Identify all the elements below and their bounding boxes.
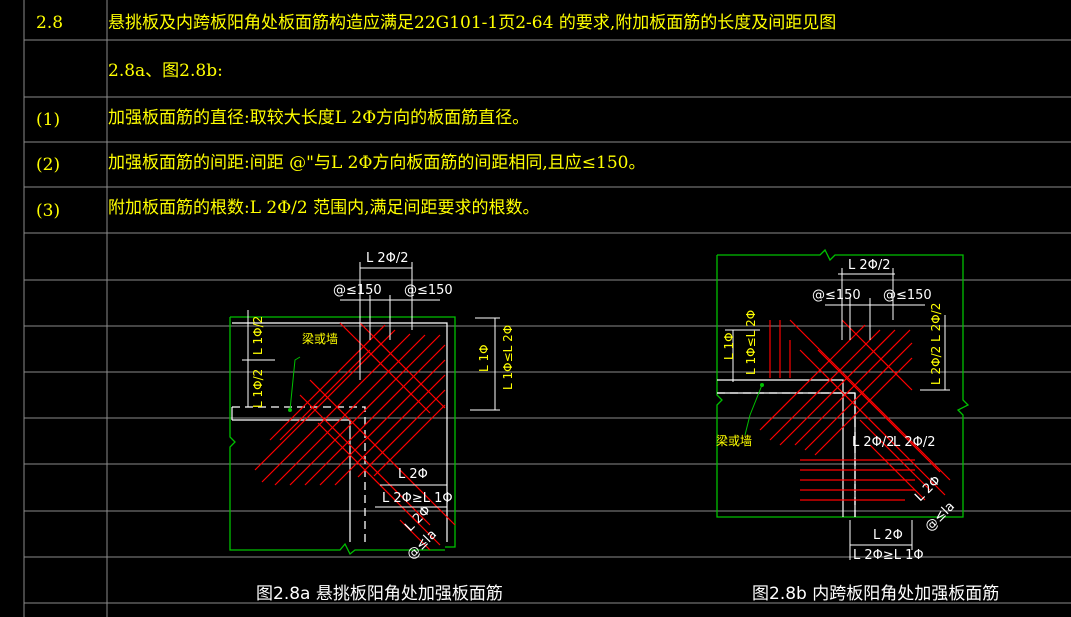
figure-b-beam-dashes [717, 392, 856, 517]
figure-a-drawing: L 2Φ/2 @≤150 @≤150 L 1Φ/2 L 1Φ/2 梁或墙 L 1… [229, 251, 515, 604]
figure-a-beam-label: 梁或墙 [302, 331, 338, 346]
figure-b-caption: 图2.8b 内跨板阳角处加强板面筋 [752, 584, 999, 604]
figure-b-left-l1-label: L 1Φ [722, 332, 736, 360]
figure-a-top-half-label: L 2Φ/2 [366, 251, 409, 266]
figure-a-slab-outline [229, 316, 456, 556]
figure-a-spacing-left-label: @≤150 [333, 283, 382, 298]
figure-a-spacing-right-label: @≤150 [404, 283, 453, 298]
figure-a-beam-point [288, 408, 292, 412]
figure-a-left-half-bottom-label: L 1Φ/2 [251, 369, 265, 408]
figure-b-edges [717, 379, 856, 517]
figure-b-slab-outline [716, 248, 970, 518]
figure-b-beam-point [760, 383, 764, 387]
figure-b-drawing: L 2Φ/2 @≤150 @≤150 L 1Φ L 1Φ≤L 2Φ L 2Φ/2… [716, 248, 999, 604]
figure-a-left-half-top-label: L 1Φ/2 [251, 316, 265, 355]
figure-a-right-l1-label: L 1Φ [477, 344, 491, 372]
row-4-number: (2) [36, 155, 60, 175]
figure-b-rebars [759, 319, 951, 501]
row-2-text: 2.8a、图2.8b: [108, 61, 223, 81]
row-5-number: (3) [36, 201, 60, 221]
figure-a-bottom-l2-label: L 2Φ [398, 467, 428, 482]
row-1-number: 2.8 [36, 13, 63, 33]
figure-b-mid-half2-label: L 2Φ/2 [893, 435, 936, 450]
row-3-number: (1) [36, 110, 60, 130]
figure-b-spacing-right-label: @≤150 [883, 288, 932, 303]
figure-a-right-l1-le-l2-label: L 1Φ≤L 2Φ [501, 325, 515, 390]
figure-b-left-l1-le-l2-label: L 1Φ≤L 2Φ [744, 310, 758, 375]
row-4-text: 加强板面筋的间距:间距 @"与L 2Φ方向板面筋的间距相同,且应≤150。 [108, 153, 646, 173]
figure-a-bottom-l2-ge-l1-label: L 2Φ≥L 1Φ [382, 491, 453, 506]
figure-a-caption: 图2.8a 悬挑板阳角处加强板面筋 [256, 584, 503, 604]
figure-b-mid-half-label: L 2Φ/2 [852, 435, 895, 450]
figure-a-dimensions [242, 262, 500, 508]
figure-b-top-half-label: L 2Φ/2 [848, 258, 891, 273]
figure-a-beam-leader [289, 356, 301, 411]
row-5-text: 附加板面筋的根数:L 2Φ/2 范围内,满足间距要求的根数。 [108, 198, 540, 218]
figure-b-beam-label: 梁或墙 [716, 433, 752, 448]
figure-b-dimensions [725, 268, 950, 560]
table-grid [23, 0, 1071, 617]
figure-a-rebars [254, 322, 456, 551]
figure-a-beam-dashes [232, 406, 366, 542]
figure-b-beam-leader [744, 384, 763, 436]
figure-b-spacing-left-label: @≤150 [812, 288, 861, 303]
table-rows: 2.8 悬挑板及内跨板阳角处板面筋构造应满足22G101-1页2-64 的要求,… [36, 13, 836, 221]
figure-b-bottom-l2-label: L 2Φ [873, 528, 903, 543]
figure-b-bottom-l2-ge-l1-label: L 2Φ≥L 1Φ [853, 548, 924, 563]
figure-b-right-half-label: L 2Φ/2 L 2Φ/2 [929, 303, 943, 385]
row-3-text: 加强板面筋的直径:取较大长度L 2Φ方向的板面筋直径。 [108, 108, 529, 128]
row-1-text: 悬挑板及内跨板阳角处板面筋构造应满足22G101-1页2-64 的要求,附加板面… [108, 13, 836, 33]
